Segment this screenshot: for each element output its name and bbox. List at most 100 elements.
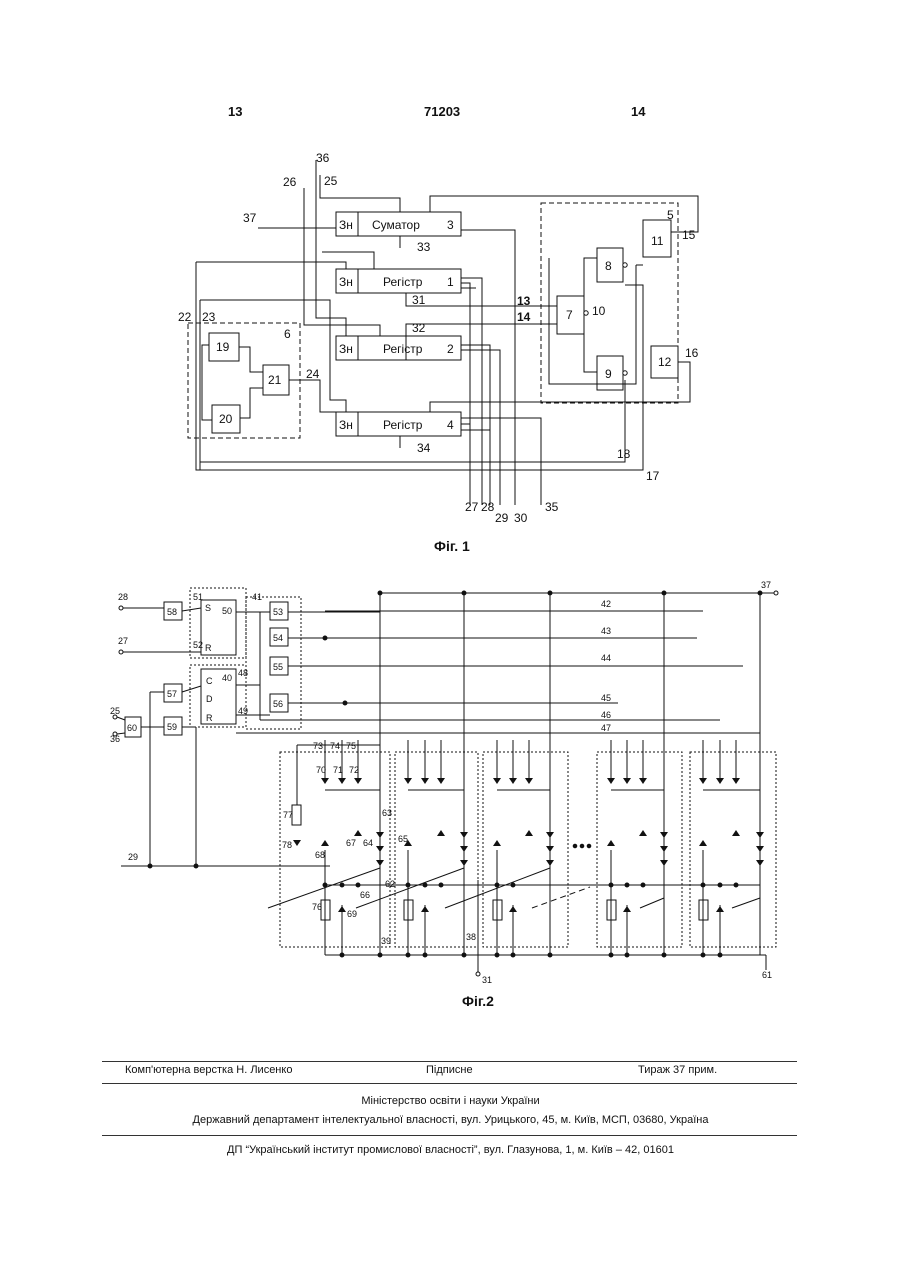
block-53-label: 53: [273, 607, 283, 617]
label-25: 25: [324, 174, 338, 188]
label-35: 35: [545, 500, 559, 514]
fig2-label-51: 51: [193, 592, 203, 602]
fig2-label-27: 27: [118, 636, 128, 646]
cell-label-78: 78: [282, 840, 292, 850]
figure-2-caption: Фіг.2: [462, 993, 494, 1009]
footer-rule-top: [102, 1061, 797, 1062]
block-21-label: 21: [268, 373, 282, 387]
label-36: 36: [316, 151, 330, 165]
register-4-sign: Зн: [339, 418, 353, 432]
label-29: 29: [495, 511, 509, 525]
fig2-label-47: 47: [601, 723, 611, 733]
block-60-label: 60: [127, 723, 137, 733]
fig2-label-42: 42: [601, 599, 611, 609]
cell-label-71: 71: [333, 765, 343, 775]
cell-label-77: 77: [283, 810, 293, 820]
footer-rule-middle: [102, 1083, 797, 1084]
fig2-label-36: 36: [110, 734, 120, 744]
block-7-label: 7: [566, 308, 573, 322]
signed-note: Підписне: [426, 1064, 473, 1076]
adder-name: Суматор: [372, 218, 420, 232]
cell-label-62: 62: [385, 879, 395, 889]
block-57-label: 57: [167, 689, 177, 699]
register-1-name: Регістр: [383, 275, 423, 289]
fig2-label-28: 28: [118, 592, 128, 602]
cell-label-70: 70: [316, 765, 326, 775]
fig2-label-41: 41: [252, 592, 262, 602]
fig2-label-29: 29: [128, 852, 138, 862]
block-8-label: 8: [605, 259, 612, 273]
register-1-block: Зн Регістр 1: [336, 269, 461, 293]
block-58-label: 58: [167, 607, 177, 617]
block-11-label: 11: [651, 234, 664, 248]
fig2-label-31: 31: [482, 975, 492, 985]
label-23: 23: [202, 310, 216, 324]
cell-label-39: 39: [381, 936, 391, 946]
block-9-label: 9: [605, 367, 612, 381]
label-27: 27: [465, 500, 479, 514]
block-20-label: 20: [219, 412, 233, 426]
register-1-sign: Зн: [339, 275, 353, 289]
adder-block: Зн Суматор 3: [336, 212, 461, 236]
register-2-name: Регістр: [383, 342, 423, 356]
cell-label-73: 73: [313, 741, 323, 751]
figure-2-diagram: 58 50 53 54 55 56 57 40 59 60 SR CDR: [110, 580, 778, 985]
composer-credit: Комп'ютерна верстка Н. Лисенко: [125, 1064, 292, 1076]
cell-label-64: 64: [363, 838, 373, 848]
register-1-num: 1: [447, 275, 454, 289]
print-run: Тираж 37 прим.: [638, 1064, 717, 1076]
fig2-label-49: 49: [238, 706, 248, 716]
block-12-label: 12: [658, 355, 672, 369]
cell-label-75: 75: [346, 741, 356, 751]
figure-1-caption: Фіг. 1: [434, 538, 470, 554]
fig2-label-61: 61: [762, 970, 772, 980]
label-33: 33: [417, 240, 431, 254]
label-28: 28: [481, 500, 495, 514]
label-15: 15: [682, 228, 696, 242]
register-4-block: Зн Регістр 4: [336, 412, 461, 436]
label-34: 34: [417, 441, 431, 455]
cell-label-66: 66: [360, 890, 370, 900]
block-50-label: 50: [222, 606, 232, 616]
label-18: 18: [617, 447, 631, 461]
adder-num: 3: [447, 218, 454, 232]
block-19-label: 19: [216, 340, 230, 354]
adder-sign: Зн: [339, 218, 353, 232]
block-56-label: 56: [273, 699, 283, 709]
register-2-sign: Зн: [339, 342, 353, 356]
block-55-label: 55: [273, 662, 283, 672]
label-13: 13: [517, 294, 531, 308]
cell-label-67: 67: [346, 838, 356, 848]
cell-label-63: 63: [382, 808, 392, 818]
register-2-num: 2: [447, 342, 454, 356]
ministry-line: Міністерство освіти і науки України: [0, 1095, 901, 1107]
block-59-label: 59: [167, 722, 177, 732]
label-30: 30: [514, 511, 528, 525]
fig2-label-45: 45: [601, 693, 611, 703]
label-5: 5: [667, 208, 674, 222]
register-4-num: 4: [447, 418, 454, 432]
fig2-label-48: 48: [238, 668, 248, 678]
institute-line: ДП “Український інститут промислової вла…: [0, 1144, 901, 1156]
label-37: 37: [243, 211, 257, 225]
cell-label-76: 76: [312, 902, 322, 912]
cell-label-65: 65: [398, 834, 408, 844]
label-10: 10: [592, 304, 606, 318]
fig2-label-52: 52: [193, 640, 203, 650]
label-22: 22: [178, 310, 192, 324]
svg-text:D: D: [206, 694, 213, 704]
label-24: 24: [306, 367, 320, 381]
cell-label-72: 72: [349, 765, 359, 775]
fig2-label-44: 44: [601, 653, 611, 663]
cell-label-38: 38: [466, 932, 476, 942]
cell-label-74: 74: [330, 741, 340, 751]
fig2-label-43: 43: [601, 626, 611, 636]
label-17: 17: [646, 469, 660, 483]
label-16: 16: [685, 346, 699, 360]
label-32: 32: [412, 321, 426, 335]
footer-rule-bottom: [102, 1135, 797, 1136]
svg-text:S: S: [205, 603, 211, 613]
label-26: 26: [283, 175, 297, 189]
svg-text:C: C: [206, 676, 213, 686]
register-4-name: Регістр: [383, 418, 423, 432]
